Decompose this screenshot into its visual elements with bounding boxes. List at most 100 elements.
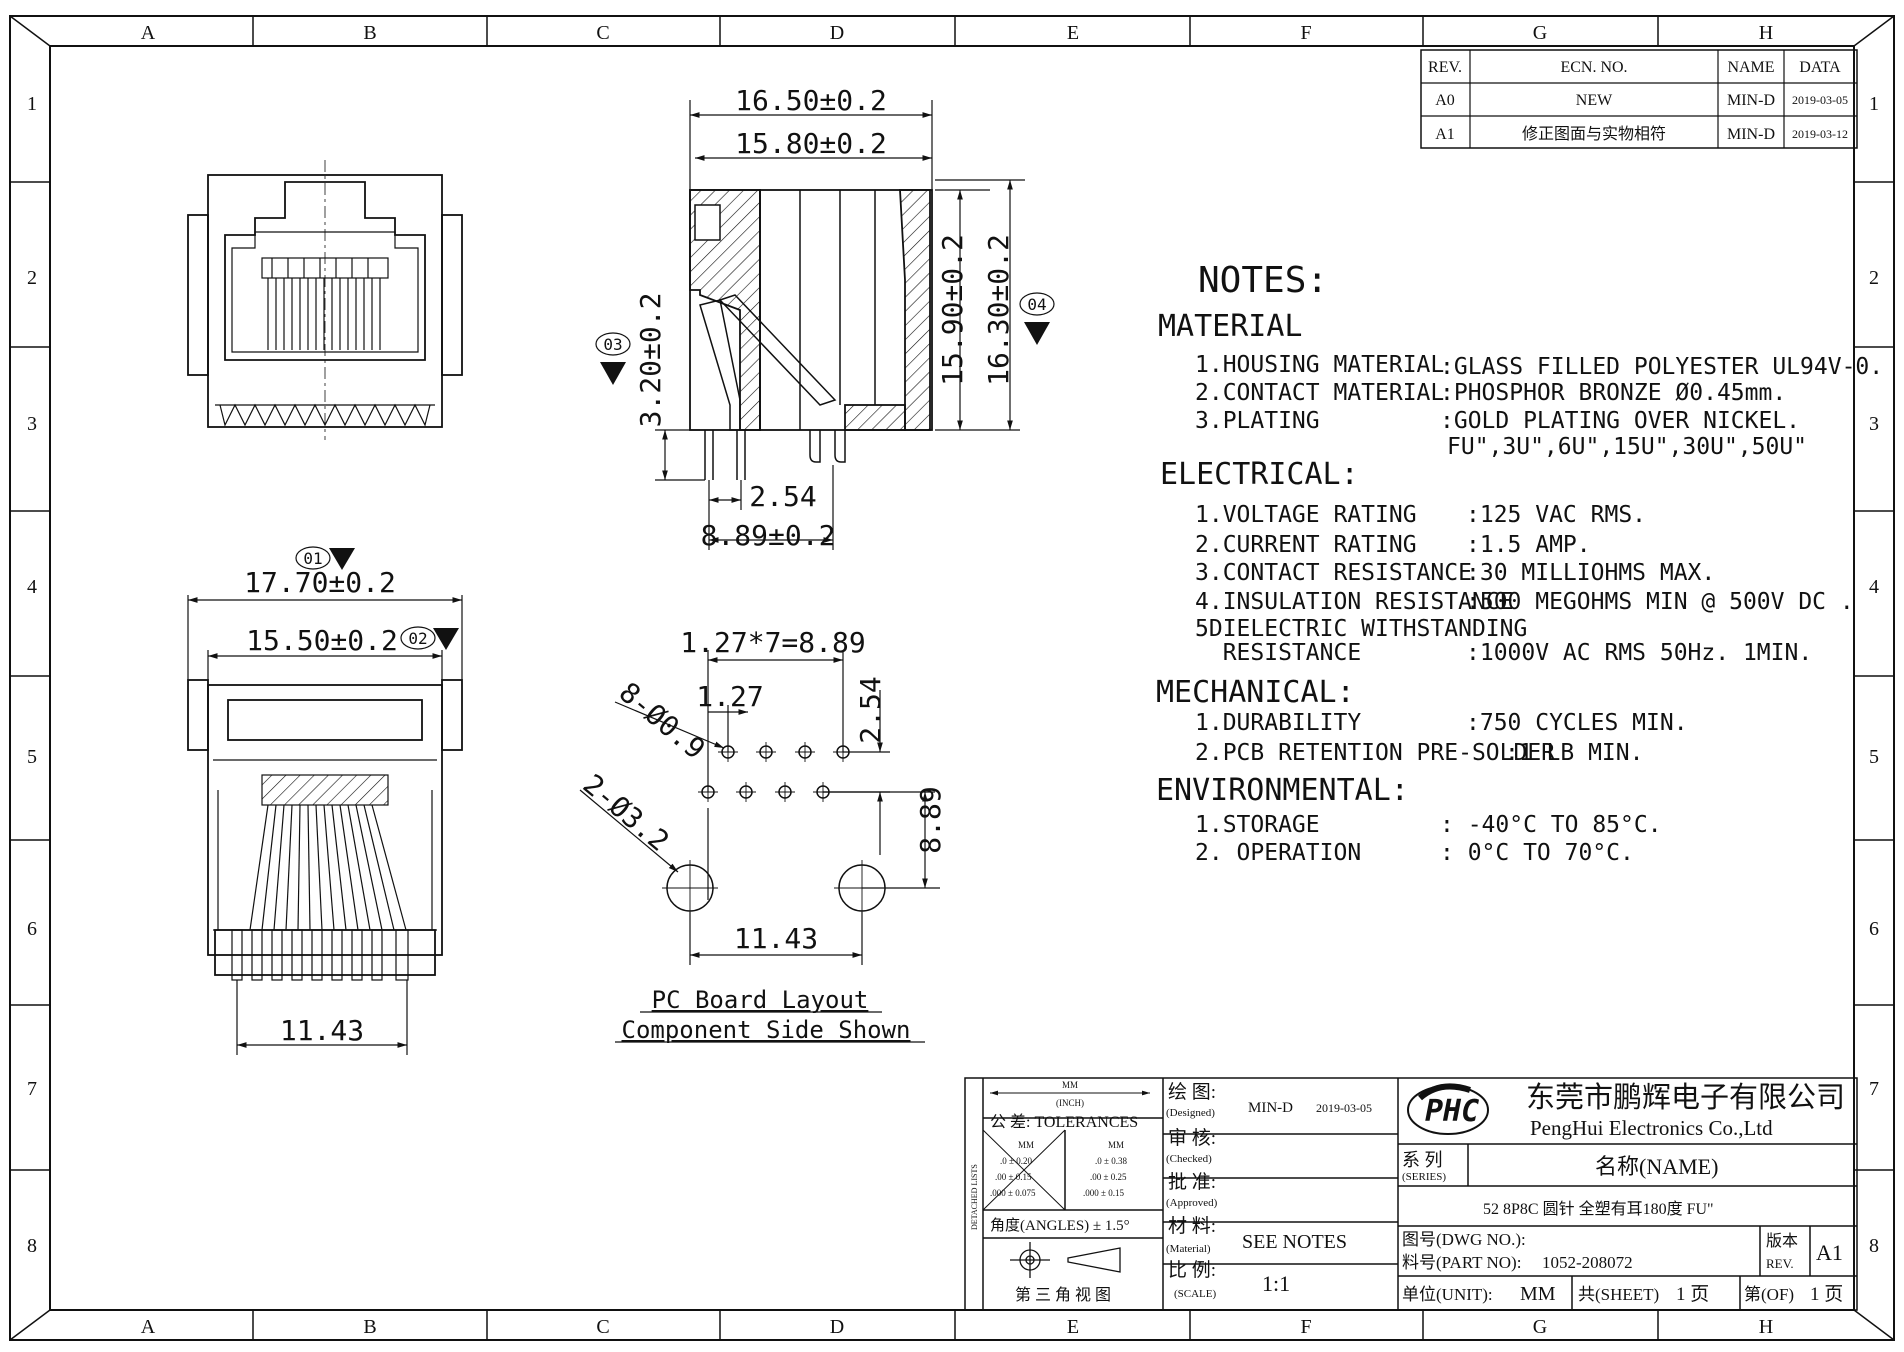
note-val: : 0°C TO 70°C. (1440, 840, 1634, 866)
tb-rev-cn: 版本 (1766, 1232, 1798, 1250)
note-val: :30 MILLIOHMS MAX. (1466, 560, 1715, 586)
note-val: :500 MEGOHMS MIN @ 500V DC . (1466, 589, 1854, 615)
dim-side-w2: 15.80±0.2 (735, 127, 887, 160)
tb-scale-en: (SCALE) (1174, 1288, 1217, 1300)
logo-text: PHC (1425, 1094, 1479, 1129)
row-label: 6 (27, 918, 37, 940)
notes-heading: MECHANICAL: (1156, 675, 1355, 710)
tb-designed-en: (Designed) (1166, 1107, 1215, 1119)
tb-tol-in-label: MM (1108, 1140, 1124, 1150)
row-label: 7 (1869, 1078, 1879, 1100)
tb-tol-mm: .000 ± 0.075 (990, 1188, 1036, 1198)
note-key: 1.VOLTAGE RATING (1195, 502, 1417, 528)
note-val: :1 LB MIN. (1505, 740, 1643, 766)
dim-pcb-holes-big: 2-Ø3.2 (577, 768, 676, 858)
rev-cell: 修正图面与实物相符 (1522, 125, 1666, 143)
dim-pcb-v: 8.89 (914, 786, 947, 853)
dim-side-h2: 16.30±0.2 (982, 234, 1015, 386)
notes-heading: ENVIRONMENTAL: (1156, 773, 1409, 808)
tb-name-val: 52 8P8C 圆针 全塑有耳180度 FU" (1483, 1200, 1714, 1218)
dim-front-w2: 15.50±0.2 (246, 624, 398, 657)
tb-inch: (INCH) (1056, 1098, 1084, 1108)
tb-checked-en: (Checked) (1166, 1153, 1212, 1165)
mark-01: 01 (295, 546, 355, 570)
tb-tol-mm: .00 ± 0.15 (995, 1172, 1032, 1182)
row-label: 3 (27, 413, 37, 435)
row-label: 3 (1869, 413, 1879, 435)
rev-cell: A0 (1435, 92, 1455, 109)
notes-heading: MATERIAL (1158, 309, 1303, 344)
tb-tolerances: 公 差: TOLERANCES (990, 1113, 1138, 1131)
company-cn: 东莞市鹏辉电子有限公司 (1526, 1081, 1845, 1114)
note-val: :125 VAC RMS. (1466, 502, 1646, 528)
rev-cell: A1 (1435, 126, 1455, 143)
tb-approved-en: (Approved) (1166, 1197, 1218, 1209)
tb-of-val: 1 页 (1810, 1284, 1843, 1305)
row-label: 2 (27, 267, 37, 289)
row-label: 7 (27, 1078, 37, 1100)
tb-part-label: 料号(PART NO): (1402, 1253, 1521, 1272)
tb-of-label: 第(OF) (1744, 1285, 1794, 1304)
note-key: 1.DURABILITY (1195, 710, 1361, 736)
note-val: :1000V AC RMS 50Hz. 1MIN. (1466, 640, 1812, 666)
company-logo: PHC (1407, 1083, 1489, 1135)
tb-sheet-label: 共(SHEET) (1578, 1285, 1659, 1304)
dim-pcb-row: 2.54 (854, 676, 887, 743)
dim-side-p1: 2.54 (749, 480, 816, 513)
tb-tol-in: .00 ± 0.25 (1090, 1172, 1127, 1182)
rev-header: DATA (1799, 59, 1841, 76)
notes-heading: ELECTRICAL: (1160, 457, 1359, 492)
col-label: A (141, 22, 156, 44)
revision-table: REV. ECN. NO. NAME DATA A0 NEW MIN-D 201… (1420, 49, 1858, 149)
note-key: 3.PLATING (1195, 408, 1320, 434)
row-label: 8 (1869, 1235, 1879, 1257)
col-label: G (1533, 1316, 1547, 1338)
tb-name-label: 名称(NAME) (1595, 1154, 1718, 1179)
pcb-layout: 1.27*7=8.89 1.27 2.54 8.89 11.43 8-Ø0.9 … (577, 626, 947, 1044)
col-label: F (1300, 22, 1311, 44)
rev-cell: MIN-D (1727, 92, 1775, 109)
dim-front-w3: 11.43 (280, 1014, 364, 1047)
tb-rev-en: REV. (1766, 1256, 1794, 1271)
tb-rev-val: A1 (1816, 1240, 1843, 1265)
rev-header: NAME (1727, 59, 1774, 76)
tb-scale-cn: 比 例: (1168, 1259, 1216, 1281)
bottom-view: 17.70±0.2 15.50±0.2 11.43 01 02 (187, 546, 463, 1055)
row-label: 1 (1869, 93, 1879, 115)
notes-block: NOTES: MATERIAL 1.HOUSING MATERIAL :GLAS… (1156, 260, 1883, 866)
mark-03-label: 03 (603, 335, 622, 354)
col-label: C (596, 1316, 609, 1338)
tb-material-en: (Material) (1166, 1243, 1211, 1255)
front-face-view (187, 160, 463, 440)
tb-unit-label: 单位(UNIT): (1402, 1285, 1493, 1304)
note-val: :GOLD PLATING OVER NICKEL. (1440, 408, 1800, 434)
note-key: 3.CONTACT RESISTANCE (1195, 560, 1472, 586)
dim-side-h3: 3.20±0.2 (634, 293, 667, 428)
tb-scale-val: 1:1 (1262, 1271, 1290, 1296)
rev-header: REV. (1428, 59, 1462, 76)
tb-tol-mm-label: MM (1018, 1140, 1034, 1150)
rev-cell: 2019-03-12 (1792, 127, 1848, 141)
note-key: 1.STORAGE (1195, 812, 1320, 838)
col-label: B (363, 1316, 376, 1338)
col-label: C (596, 22, 609, 44)
company-en: PengHui Electronics Co.,Ltd (1530, 1116, 1773, 1140)
tb-tol-mm: .0 ± 0.20 (1000, 1156, 1032, 1166)
note-val: :PHOSPHOR BRONZE Ø0.45mm. (1440, 380, 1786, 406)
col-label: E (1067, 22, 1079, 44)
tb-designed-name: MIN-D (1248, 1100, 1293, 1116)
pcb-caption-1: PC Board Layout (652, 986, 869, 1014)
note-val: : -40°C TO 85°C. (1440, 812, 1662, 838)
note-key: 5DIELECTRIC WITHSTANDING (1195, 616, 1527, 642)
tb-series-cn: 系 列 (1402, 1150, 1443, 1170)
note-val: :GLASS FILLED POLYESTER UL94V-0. (1440, 354, 1883, 380)
note-key: 1.HOUSING MATERIAL (1195, 352, 1444, 378)
tb-detached: DETACHED LISTS (970, 1164, 979, 1230)
tb-part-val: 1052-208072 (1542, 1253, 1633, 1272)
rev-cell: 2019-03-05 (1792, 93, 1848, 107)
tb-approved-cn: 批 准: (1168, 1171, 1216, 1193)
tb-mm: MM (1062, 1080, 1078, 1090)
mark-02-label: 02 (408, 629, 427, 648)
col-label: D (830, 1316, 844, 1338)
